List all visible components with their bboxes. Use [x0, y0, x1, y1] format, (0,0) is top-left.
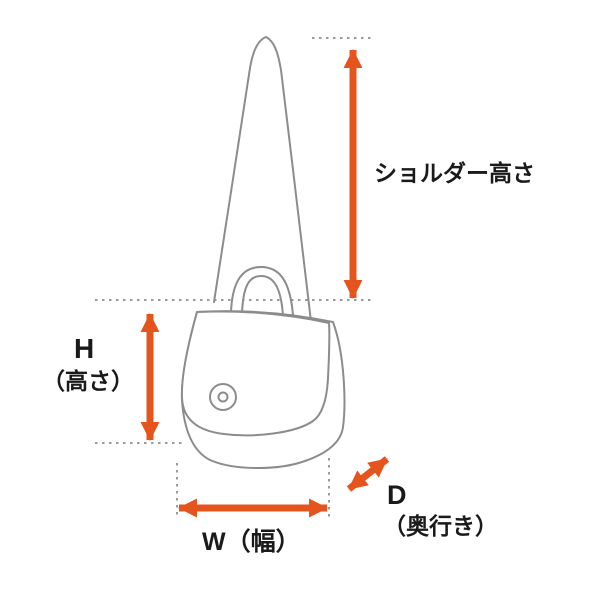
bag-flap: [180, 310, 331, 437]
height-paren-label: （高さ）: [42, 368, 134, 394]
bag-handle: [230, 266, 294, 317]
bag-clasp-inner: [217, 391, 229, 403]
height-letter-label: H: [74, 333, 95, 364]
bag-illustration: [180, 36, 346, 469]
depth-letter-label: D: [387, 480, 407, 510]
bag-strap: [213, 36, 313, 331]
depth-paren-label: （奥行き）: [383, 513, 498, 539]
shoulder-height-label: ショルダー高さ: [374, 160, 535, 186]
measure-arrows: [140, 49, 390, 518]
bag-depth-arrow: [346, 456, 390, 492]
width-label: W（幅）: [202, 528, 301, 556]
bag-clasp-outer: [209, 383, 237, 411]
